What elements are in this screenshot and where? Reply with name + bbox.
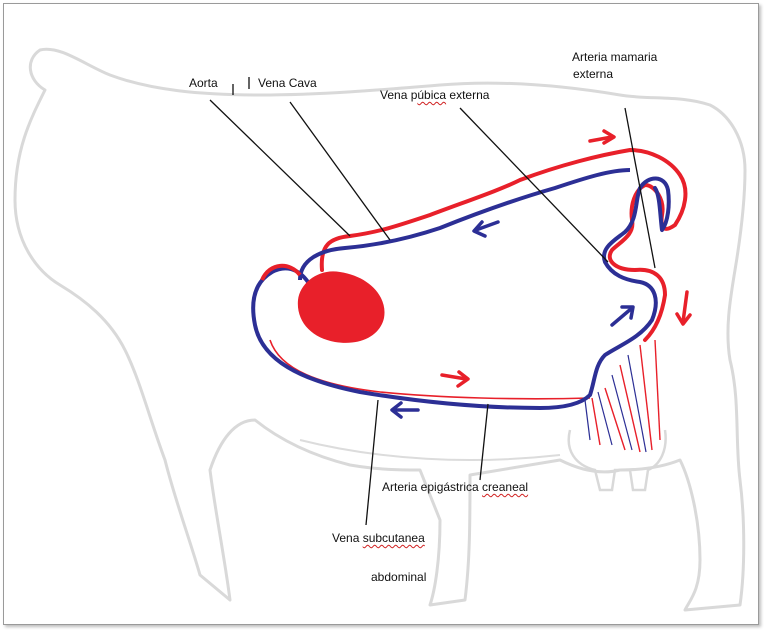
label-vena-subcutanea: Vena subcutanea bbox=[332, 531, 425, 545]
belly-line bbox=[300, 440, 560, 460]
leader-arteria-epigastrica bbox=[480, 404, 488, 480]
arrow-icon bbox=[442, 372, 468, 386]
arrow-icon bbox=[677, 292, 690, 324]
leader-aorta bbox=[210, 100, 350, 236]
heart-icon bbox=[298, 271, 385, 343]
arrow-icon bbox=[392, 403, 418, 417]
label-aorta: Aorta bbox=[189, 76, 218, 90]
leader-vena-subcutanea bbox=[366, 400, 378, 525]
label-part: Vena bbox=[332, 531, 363, 545]
label-vena-cava: Vena Cava bbox=[258, 76, 317, 90]
label-arteria-epigastrica: Arteria epigástrica creaneal bbox=[382, 480, 528, 494]
leader-vena-pubica bbox=[460, 108, 608, 262]
label-part: externa bbox=[446, 88, 489, 102]
label-arteria-mamaria-line2: externa bbox=[573, 67, 613, 81]
label-arteria-mamaria: Arteria mamaria bbox=[572, 50, 657, 64]
label-part: úbica bbox=[417, 88, 446, 102]
label-part: Vena p bbox=[380, 88, 417, 102]
leader-lines bbox=[210, 77, 655, 525]
label-vena-pubica-externa: Vena púbica externa bbox=[380, 88, 489, 102]
artery-lower-path bbox=[270, 340, 590, 399]
cow-outline bbox=[15, 49, 745, 610]
arrow-icon bbox=[612, 307, 633, 325]
arrow-icon bbox=[590, 131, 614, 143]
label-part: creaneal bbox=[482, 480, 528, 494]
vein-upper-path bbox=[300, 170, 630, 280]
label-part: subcutanea bbox=[363, 531, 425, 545]
label-vena-subcutanea-line2: abdominal bbox=[371, 570, 426, 584]
leader-vena-cava bbox=[290, 102, 390, 240]
udder-vessels bbox=[585, 340, 660, 452]
label-part: Arteria epigástrica bbox=[382, 480, 482, 494]
arrow-icon bbox=[474, 222, 498, 236]
